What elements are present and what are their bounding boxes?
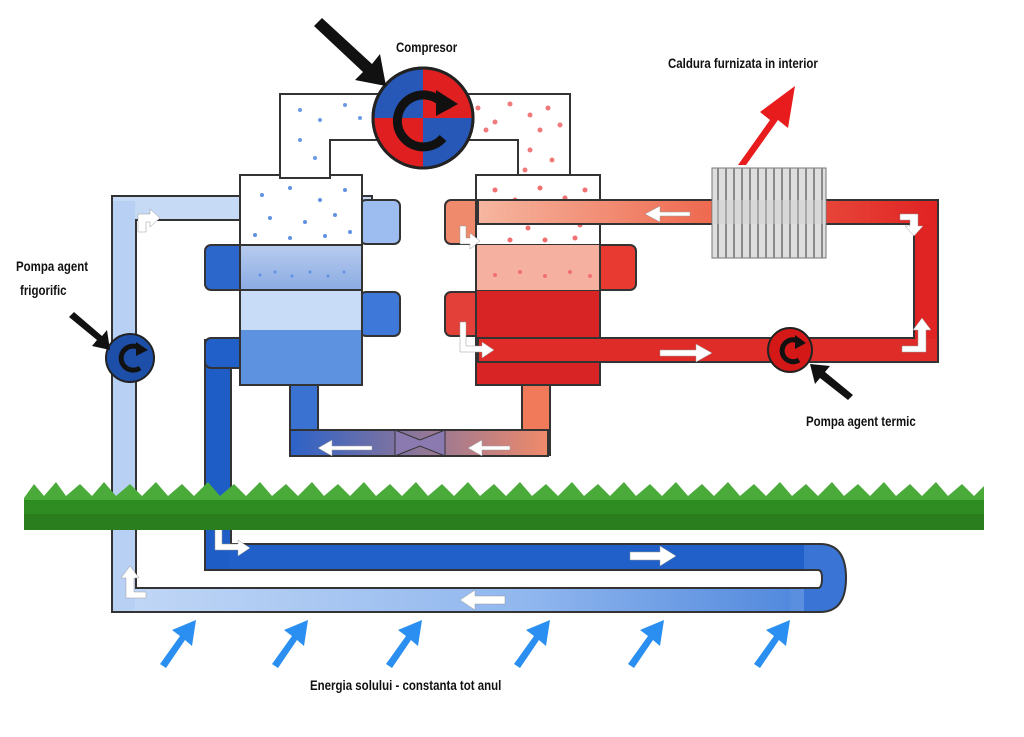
pump-icon [105, 333, 155, 383]
refrigerant-pump-label-line1: Pompa agent [16, 258, 89, 274]
heat-output-label: Caldura furnizata in interior [668, 55, 818, 71]
grass [24, 482, 984, 530]
refrigerant-pump-pointer-arrow [69, 312, 110, 350]
discharge-line [459, 93, 571, 181]
refrigerant-pump-label-line2: frigorific [20, 282, 67, 298]
evaporator [204, 174, 401, 456]
ground-loop-inner [204, 339, 848, 613]
pump-icon-thermal [767, 327, 813, 373]
ground-energy-label: Energia solului - constanta tot anul [310, 677, 502, 693]
thermal-pump-pointer-arrow [810, 364, 853, 400]
compressor-label: Compresor [396, 39, 458, 55]
thermal-pump-label: Pompa agent termic [806, 413, 916, 429]
expansion-valve-icon [289, 429, 549, 457]
evaporator-vapor [253, 186, 352, 278]
compressor-icon [371, 66, 475, 170]
flow-arrow [120, 205, 932, 611]
heat-exchanger-icon [711, 167, 827, 259]
ground-energy-arrows [160, 620, 790, 668]
heat-output-arrow [738, 86, 795, 165]
compressor-pointer-arrow [314, 18, 386, 86]
